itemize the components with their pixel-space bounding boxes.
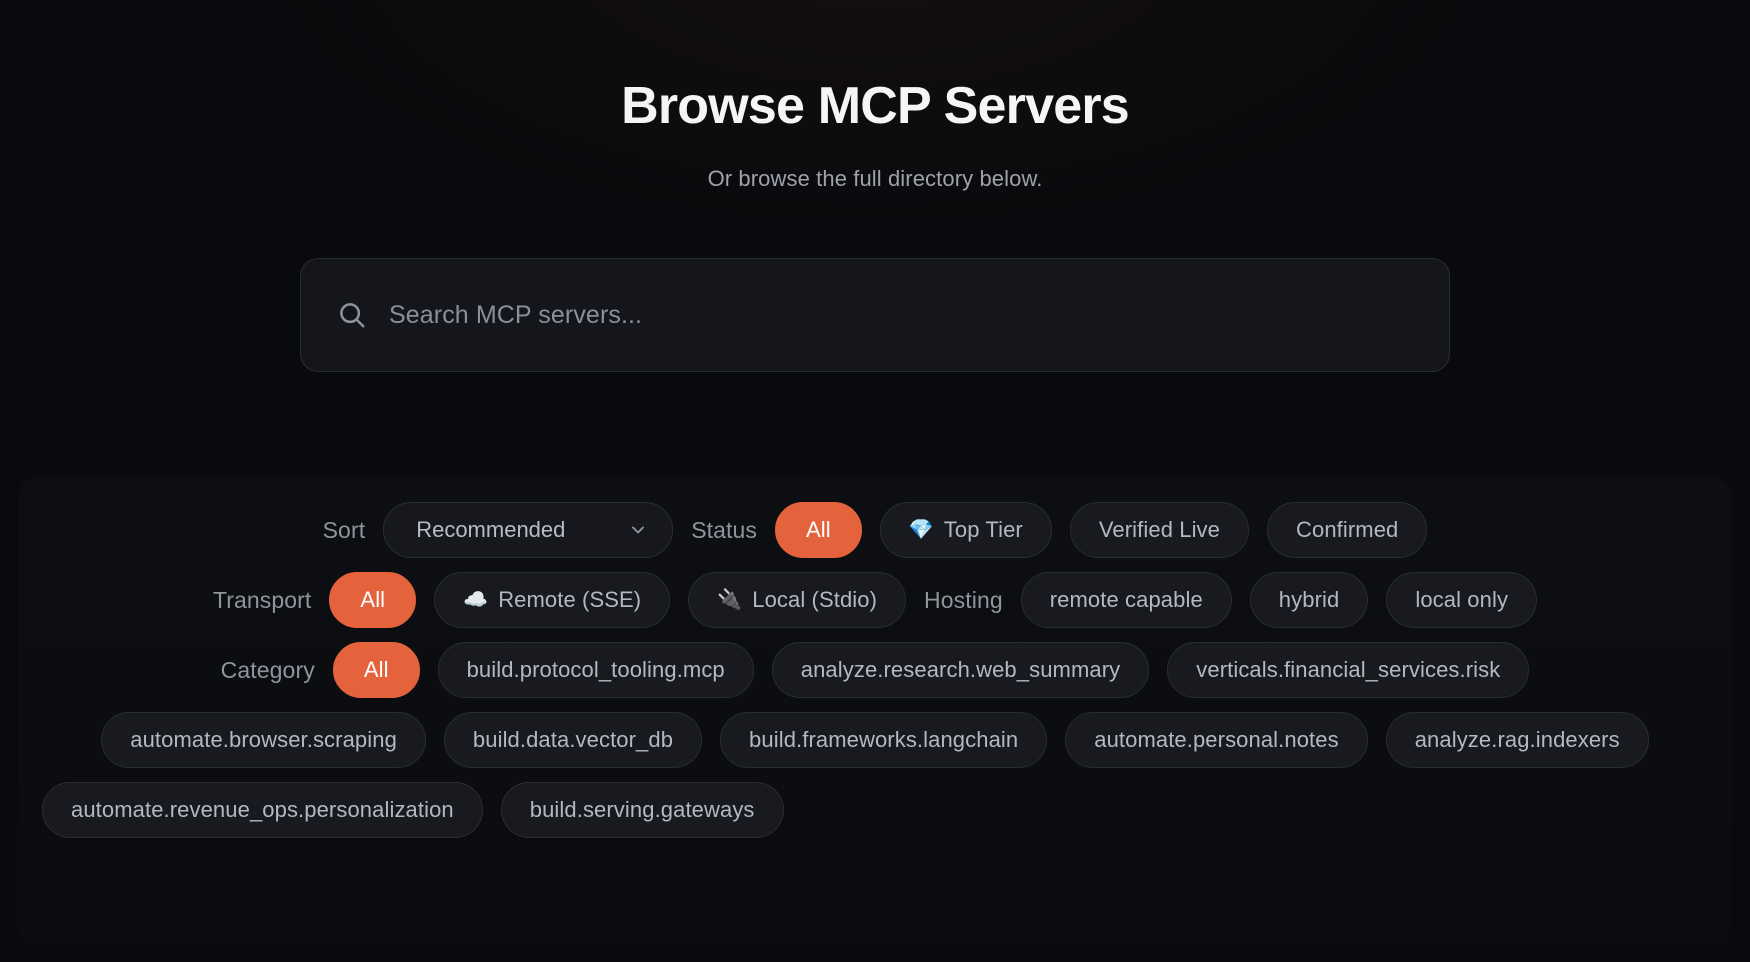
search-input[interactable] [389, 300, 1413, 330]
category-filter-verticals-financial-services-risk-label: verticals.financial_services.risk [1196, 657, 1501, 682]
status-filter-top-tier-label: Top Tier [943, 517, 1023, 542]
category-filter-automate-personal-notes-label: automate.personal.notes [1094, 727, 1339, 752]
status-label: Status [691, 516, 758, 543]
category-filter-build-data-vector-db-label: build.data.vector_db [472, 727, 674, 752]
status-filter-all[interactable]: All [775, 502, 862, 558]
hosting-label: Hosting [924, 586, 1003, 613]
category-filter-automate-browser-scraping[interactable]: automate.browser.scraping [101, 712, 426, 768]
hosting-filter-hybrid[interactable]: hybrid [1249, 572, 1369, 628]
category-filter-automate-revenue-ops-personalization[interactable]: automate.revenue_ops.personalization [42, 782, 483, 838]
filter-row-category-3: automate.revenue_ops.personalization bui… [18, 782, 1732, 838]
hosting-filter-hybrid-label: hybrid [1278, 587, 1340, 612]
transport-filter-local-stdio-label: Local (Stdio) [752, 587, 878, 612]
category-filter-analyze-rag-indexers-label: analyze.rag.indexers [1414, 727, 1620, 752]
transport-filter-local-stdio[interactable]: 🔌 Local (Stdio) [688, 572, 907, 628]
category-filter-build-protocol-tooling-mcp[interactable]: build.protocol_tooling.mcp [437, 642, 754, 698]
category-filter-build-serving-gateways-label: build.serving.gateways [529, 797, 755, 822]
search-icon [340, 303, 365, 328]
sort-label: Sort [322, 516, 366, 543]
category-filter-build-frameworks-langchain-label: build.frameworks.langchain [749, 727, 1019, 752]
category-filter-analyze-research-web-summary[interactable]: analyze.research.web_summary [771, 642, 1150, 698]
chevron-down-icon [632, 526, 645, 534]
category-filter-automate-revenue-ops-personalization-label: automate.revenue_ops.personalization [71, 797, 454, 822]
category-label: Category [220, 656, 315, 683]
filter-row-category-1: Category All build.protocol_tooling.mcp … [18, 642, 1732, 698]
hosting-filter-remote-capable[interactable]: remote capable [1020, 572, 1232, 628]
transport-filter-remote-sse-label: Remote (SSE) [498, 587, 642, 612]
status-filter-confirmed[interactable]: Confirmed [1267, 502, 1428, 558]
category-filter-automate-browser-scraping-label: automate.browser.scraping [130, 727, 397, 752]
filter-panel: Sort Recommended Status All 💎 Top Tier V… [18, 476, 1732, 946]
sort-select[interactable]: Recommended [383, 502, 674, 558]
category-filter-build-serving-gateways[interactable]: build.serving.gateways [500, 782, 784, 838]
category-filter-analyze-rag-indexers[interactable]: analyze.rag.indexers [1385, 712, 1649, 768]
category-filter-build-protocol-tooling-mcp-label: build.protocol_tooling.mcp [466, 657, 725, 682]
filter-row-sort-status: Sort Recommended Status All 💎 Top Tier V… [18, 502, 1732, 558]
category-filter-all[interactable]: All [332, 642, 420, 698]
page-title: Browse MCP Servers [621, 77, 1130, 135]
status-filter-all-label: All [806, 517, 831, 542]
transport-filter-all[interactable]: All [329, 572, 417, 628]
status-filter-confirmed-label: Confirmed [1296, 517, 1399, 542]
status-filter-verified-live-label: Verified Live [1098, 517, 1220, 542]
hosting-filter-local-only-label: local only [1415, 587, 1509, 612]
category-filter-build-frameworks-langchain[interactable]: build.frameworks.langchain [720, 712, 1048, 768]
hosting-filter-local-only[interactable]: local only [1386, 572, 1538, 628]
transport-label: Transport [212, 586, 312, 613]
filter-row-transport-hosting: Transport All ☁️ Remote (SSE) 🔌 Local (S… [18, 572, 1732, 628]
hosting-filter-remote-capable-label: remote capable [1049, 587, 1203, 612]
transport-filter-all-label: All [360, 587, 386, 612]
hero-section: Browse MCP Servers Or browse the full di… [0, 0, 1750, 192]
search-section [300, 258, 1450, 373]
status-filter-verified-live[interactable]: Verified Live [1069, 502, 1249, 558]
category-filter-automate-personal-notes[interactable]: automate.personal.notes [1065, 712, 1368, 768]
cloud-icon: ☁️ [463, 589, 489, 611]
sort-selected-value: Recommended [416, 517, 566, 542]
diamond-icon: 💎 [908, 519, 934, 541]
category-filter-all-label: All [363, 657, 389, 682]
category-filter-analyze-research-web-summary-label: analyze.research.web_summary [800, 657, 1121, 682]
page-subtitle: Or browse the full directory below. [707, 166, 1043, 192]
plug-icon: 🔌 [717, 589, 743, 611]
transport-filter-remote-sse[interactable]: ☁️ Remote (SSE) [434, 572, 671, 628]
category-filter-build-data-vector-db[interactable]: build.data.vector_db [443, 712, 703, 768]
category-filter-verticals-financial-services-risk[interactable]: verticals.financial_services.risk [1167, 642, 1530, 698]
status-filter-top-tier[interactable]: 💎 Top Tier [879, 502, 1052, 558]
search-box[interactable] [300, 258, 1450, 373]
filter-row-category-2: automate.browser.scraping build.data.vec… [18, 712, 1732, 768]
